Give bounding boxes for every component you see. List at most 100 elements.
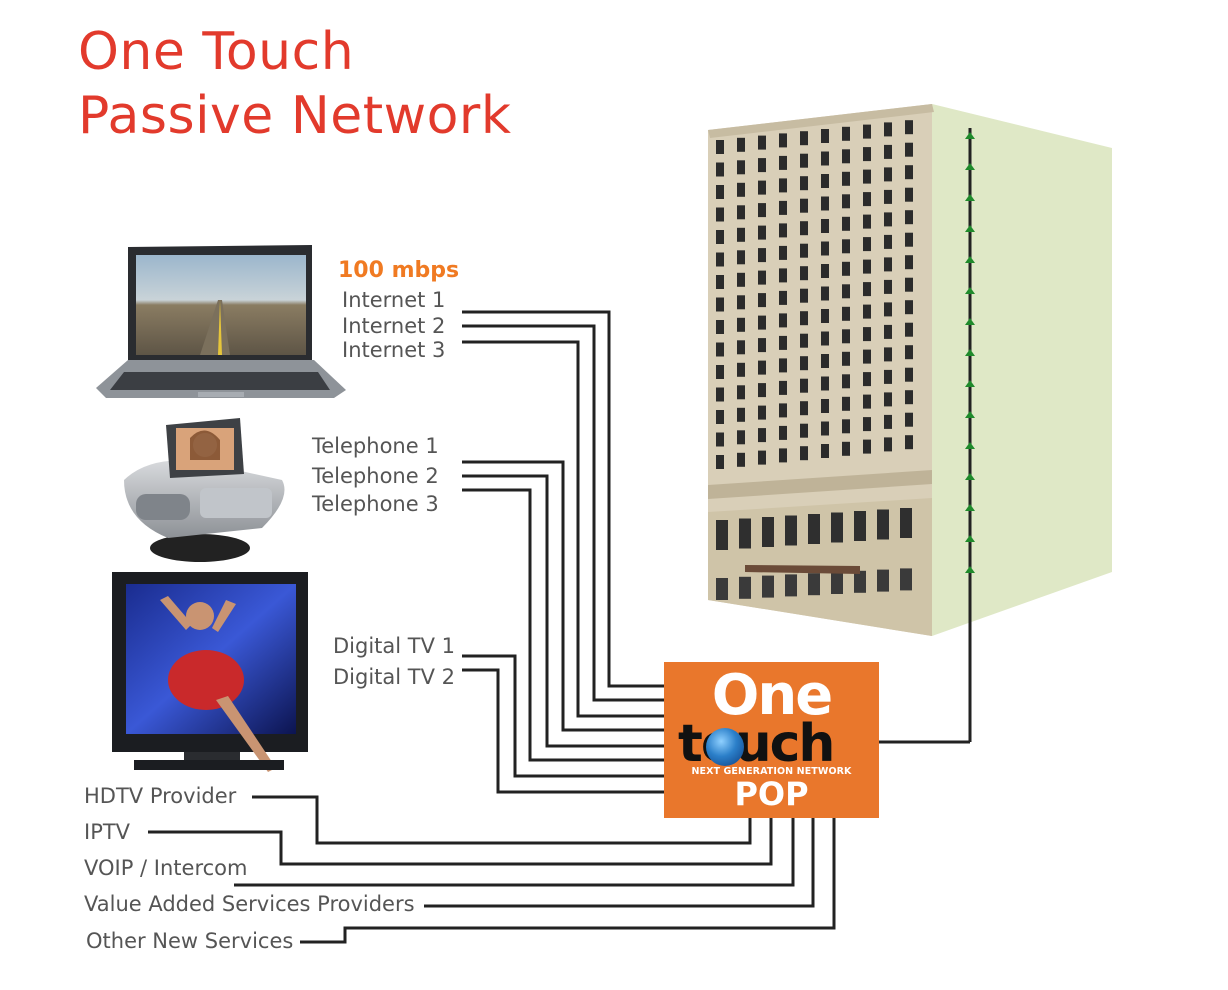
label-other-new-services: Other New Services [86, 929, 294, 953]
building-window [779, 313, 787, 328]
building-window [800, 311, 808, 326]
building-window [884, 302, 892, 317]
building-window [737, 160, 745, 175]
riser-arrow [965, 566, 975, 573]
television-image [112, 572, 308, 772]
building-door [831, 572, 843, 594]
building-window [842, 239, 850, 254]
building-window [905, 435, 913, 450]
riser-arrow [965, 473, 975, 480]
building-window [905, 277, 913, 292]
pop-logo-word-1: One [711, 663, 833, 728]
building-window [737, 452, 745, 467]
building-window [900, 508, 912, 538]
building-window [842, 396, 850, 411]
building-window [779, 223, 787, 238]
building-door [900, 568, 912, 591]
building-window [905, 210, 913, 225]
building-window [842, 329, 850, 344]
label-iptv: IPTV [84, 820, 131, 844]
building-window [716, 520, 728, 550]
building-window [737, 272, 745, 287]
laptop-image [96, 245, 346, 398]
building-window [863, 169, 871, 184]
building-window [905, 367, 913, 382]
riser-arrow [965, 442, 975, 449]
building-window [758, 158, 766, 173]
building-door [877, 569, 889, 592]
label-telephone-2: Telephone 2 [312, 464, 439, 488]
building-window [905, 390, 913, 405]
building-window [800, 221, 808, 236]
building-window [716, 185, 724, 199]
title-line-1: One Touch [78, 22, 355, 82]
building-door [762, 575, 774, 598]
connection-lines [148, 310, 970, 944]
building-window [884, 279, 892, 294]
building-window [884, 257, 892, 272]
building-window [762, 517, 774, 547]
building-window [842, 171, 850, 186]
building-window [779, 358, 787, 373]
building-window [779, 245, 787, 260]
building-window [737, 340, 745, 355]
building-window [842, 126, 850, 141]
building-window [758, 338, 766, 353]
building-window [863, 394, 871, 409]
building-window [821, 354, 829, 368]
building-window [863, 304, 871, 319]
building-window [737, 317, 745, 332]
connection-line [462, 654, 664, 778]
connection-line [462, 340, 664, 718]
building-door [739, 576, 751, 599]
building-window [716, 162, 724, 177]
building-window [884, 144, 892, 159]
building-window [877, 509, 889, 540]
building-window [779, 155, 787, 170]
building-window [737, 407, 745, 422]
connection-line [148, 818, 773, 866]
building-window [905, 345, 913, 360]
building-window [863, 259, 871, 274]
building-window [863, 282, 871, 297]
building-window [905, 255, 913, 270]
building-window [821, 196, 829, 211]
building-window [905, 412, 913, 427]
building-window [737, 430, 745, 445]
pop-logo-tagline: NEXT GENERATION NETWORK [691, 766, 852, 777]
building-window [716, 365, 724, 379]
building-window [737, 205, 745, 220]
building-window [821, 376, 829, 391]
riser-arrow [965, 256, 975, 263]
building-window [863, 192, 871, 207]
speed-label: 100 mbps [338, 258, 460, 283]
riser-arrow [965, 535, 975, 542]
building-ground-floor [716, 508, 912, 600]
building-window [800, 401, 808, 416]
building-window [716, 455, 724, 469]
building-window [842, 306, 850, 321]
building-window [800, 131, 808, 146]
label-hdtv-provider: HDTV Provider [84, 784, 237, 808]
building-window [863, 147, 871, 162]
building-window [905, 165, 913, 180]
building-window [821, 309, 829, 323]
building-window [821, 399, 829, 413]
building-window [905, 322, 913, 337]
building-window [779, 425, 787, 440]
label-internet-1: Internet 1 [342, 288, 446, 312]
building-window [821, 286, 829, 301]
building-windows [716, 120, 913, 469]
building-window [716, 297, 724, 312]
building-window [800, 266, 808, 281]
building-window [884, 212, 892, 227]
building-window [863, 124, 871, 139]
building-window [716, 140, 724, 154]
building-window [800, 288, 808, 303]
building-window [905, 300, 913, 315]
pop-logo-word-2: touch [678, 714, 835, 774]
building-window [716, 252, 724, 267]
building-window [905, 187, 913, 202]
building-window [716, 230, 724, 244]
riser-arrow [965, 380, 975, 387]
